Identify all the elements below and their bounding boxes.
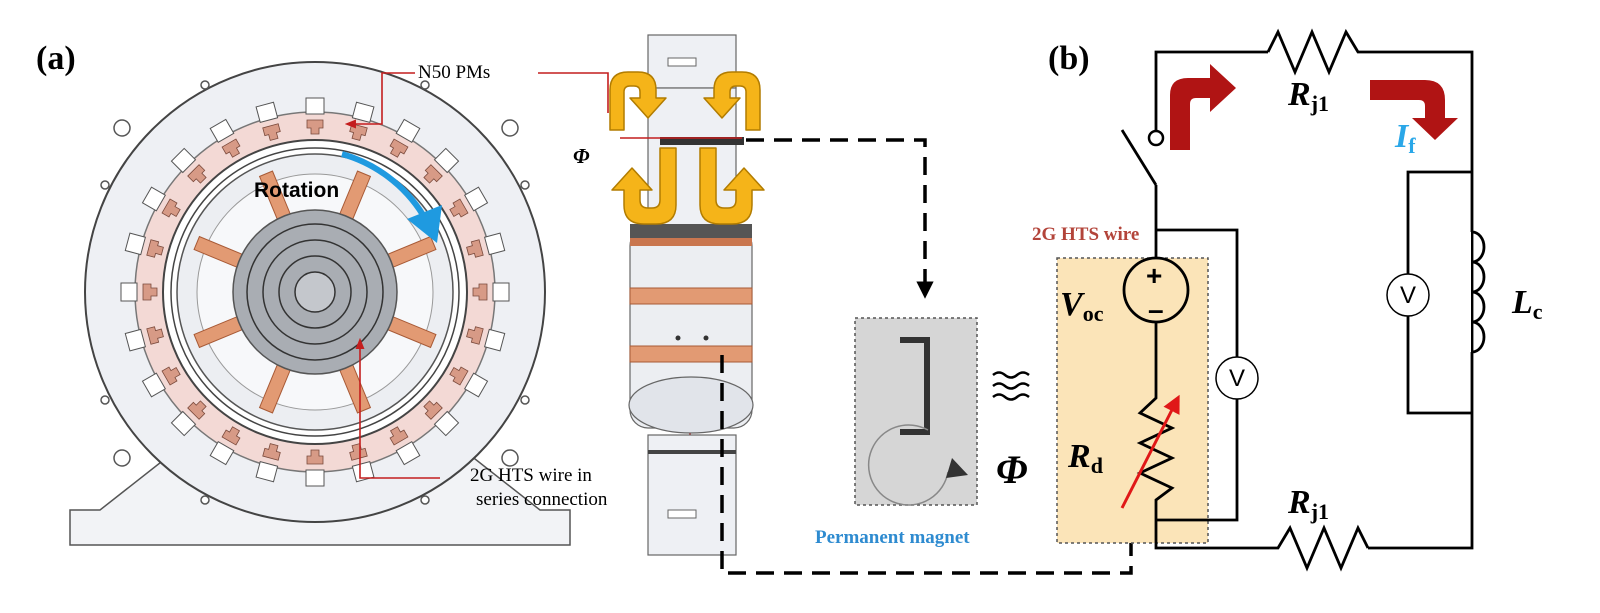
pm-block: [305, 449, 325, 487]
pm-block: [423, 400, 460, 437]
housing-bolt-holes: [100, 80, 530, 505]
pm-block: [255, 443, 281, 483]
rj1-bottom-label: Rj1: [1288, 484, 1330, 524]
pm-block: [124, 232, 164, 258]
pm-block: [389, 426, 421, 466]
rotation-arrow: [341, 151, 426, 217]
resistor-rd: [1136, 380, 1176, 508]
pm-block: [170, 147, 207, 184]
voltmeter-source-label: V: [1229, 365, 1246, 392]
rd-label: Rd: [1068, 438, 1103, 478]
hts-band: [629, 345, 753, 363]
current-arrow-up: [1170, 64, 1236, 150]
current-arrow-down: [1370, 80, 1458, 140]
permanent-magnet-label: Permanent magnet: [815, 527, 970, 548]
pm-block: [209, 426, 241, 466]
hts-wire-strips: [193, 170, 437, 414]
pm-block: [466, 326, 506, 352]
voltmeter-source: [1215, 356, 1259, 400]
pm-blocks: [120, 97, 510, 487]
resistor-rj1-top: [1266, 28, 1368, 76]
pm-block: [423, 147, 460, 184]
pm-block: [141, 366, 181, 398]
voltmeter-coil-label: V: [1400, 282, 1417, 309]
pm-block: [170, 400, 207, 437]
if-label: If: [1395, 118, 1416, 158]
hts-label-line1: 2G HTS wire in: [470, 465, 592, 486]
pm-block: [349, 443, 375, 483]
lc-label: Lc: [1512, 284, 1543, 324]
voltmeter-coil: [1386, 273, 1430, 317]
pm-block: [255, 101, 281, 141]
permanent-magnet-box: [854, 317, 978, 506]
pm-block: [120, 282, 158, 302]
hts-band: [629, 287, 753, 305]
minus-sign: –: [1148, 294, 1164, 325]
pm-block: [209, 118, 241, 158]
pm-block: [472, 282, 510, 302]
phi-big-label: Φ: [996, 447, 1028, 492]
rotation-arrowhead: [407, 205, 442, 243]
hts-wire-label: 2G HTS wire: [1032, 224, 1140, 245]
dashed-flux-path: [720, 138, 1140, 575]
variable-resistor-arrow: [1120, 394, 1180, 509]
rotor-side-view: [620, 34, 754, 556]
voc-label: Voc: [1060, 286, 1104, 326]
pm-block: [449, 186, 489, 218]
pm-block: [141, 186, 181, 218]
rj1-top-label: Rj1: [1288, 76, 1330, 116]
flux-wave-lines: [992, 371, 1030, 401]
panel-a-label: (a): [36, 40, 76, 77]
pm-label: N50 PMs: [418, 62, 491, 83]
voltage-source: [1122, 256, 1190, 324]
rotation-label: Rotation: [254, 179, 340, 202]
resistor-rj1-bottom: [1268, 524, 1370, 572]
pm-block: [466, 232, 506, 258]
flux-arrows: [609, 71, 765, 225]
hts-label-line2: series connection: [476, 489, 608, 510]
motor-drawing: [69, 61, 695, 546]
inductor-lc: [1471, 230, 1486, 354]
pm-block: [305, 97, 325, 135]
panel-b-label: (b): [1048, 40, 1090, 77]
pm-block: [124, 326, 164, 352]
circuit-switch: [1120, 129, 1165, 186]
plus-sign: +: [1146, 260, 1163, 291]
pm-block: [389, 118, 421, 158]
phi-small-label: Φ: [573, 144, 590, 168]
pm-block: [449, 366, 489, 398]
